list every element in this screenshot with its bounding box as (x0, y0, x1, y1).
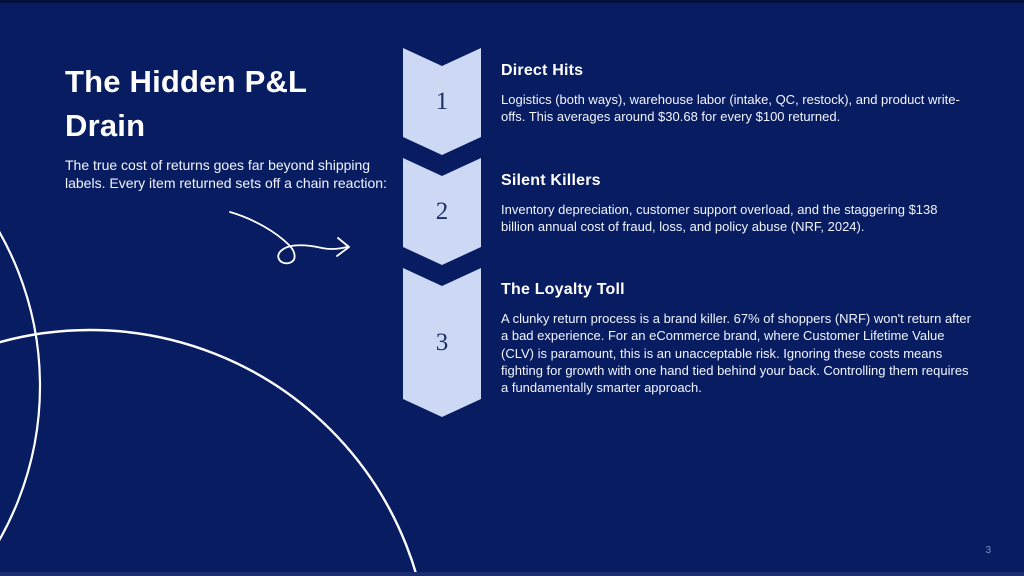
list-item-silent-killers: Silent Killers Inventory depreciation, c… (501, 172, 973, 236)
chevron-number: 1 (435, 88, 449, 115)
section-body: A clunky return process is a brand kille… (501, 311, 971, 396)
intro-text: The true cost of returns goes far beyond… (65, 157, 387, 192)
section-heading: Silent Killers (501, 172, 601, 189)
section-heading: The Loyalty Toll (501, 281, 625, 298)
chevron-number: 2 (435, 198, 449, 225)
chevron-marker-1: 1 (403, 48, 481, 155)
section-body: Logistics (both ways), warehouse labor (… (501, 92, 960, 125)
page-number: 3 (985, 545, 991, 556)
chevron-number: 3 (435, 329, 449, 356)
curved-arrow-icon (229, 211, 350, 265)
list-item-direct-hits: Direct Hits Logistics (both ways), wareh… (501, 62, 973, 126)
section-heading: Direct Hits (501, 62, 584, 79)
chevron-marker-3: 3 (403, 268, 481, 417)
list-item-loyalty-toll: The Loyalty Toll A clunky return process… (501, 281, 973, 396)
chevron-marker-2: 2 (403, 158, 481, 265)
section-body: Inventory depreciation, customer support… (501, 202, 938, 235)
page-title: The Hidden P&L Drain (65, 64, 307, 144)
top-edge-strip (0, 0, 1024, 3)
bottom-edge-strip (0, 572, 1024, 576)
